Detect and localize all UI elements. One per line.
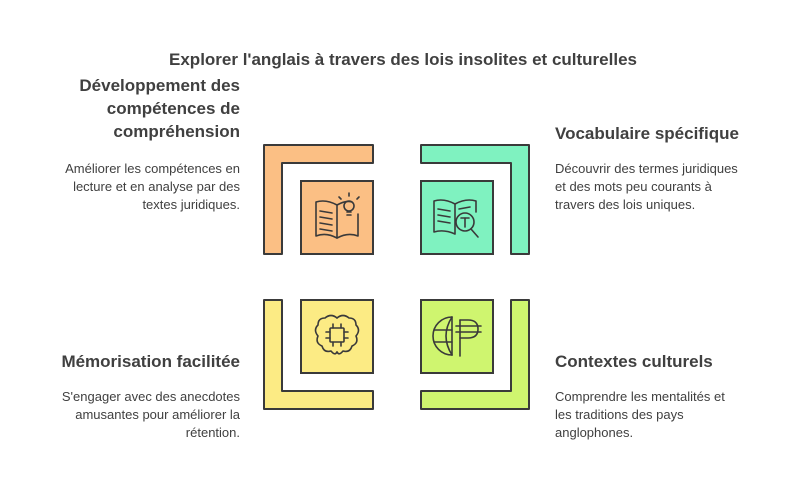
desc-memorisation: S'engager avec des anecdotes amusantes p… <box>62 388 240 442</box>
desc-contextes: Comprendre les mentalités et les traditi… <box>555 388 725 442</box>
book-lightbulb-icon <box>315 192 360 239</box>
desc-line: S'engager avec des anecdotes <box>61 389 240 404</box>
icon-box-bottom-left <box>300 299 374 374</box>
bracket-top-left <box>263 144 374 255</box>
desc-line: Comprendre les mentalités et <box>555 389 725 404</box>
brain-chip-icon <box>314 314 360 355</box>
globe-currency-icon <box>432 316 482 357</box>
desc-comprehension: Améliorer les compétences en lecture et … <box>65 160 240 214</box>
heading-line: compréhension <box>113 122 240 141</box>
desc-line: rétention. <box>185 425 240 440</box>
desc-vocabulaire: Découvrir des termes juridiques et des m… <box>555 160 738 214</box>
heading-line: Vocabulaire spécifique <box>555 124 739 143</box>
diagram-title: Explorer l'anglais à travers des lois in… <box>169 50 637 69</box>
bracket-top-right <box>420 144 530 255</box>
desc-line: amusantes pour améliorer la <box>75 407 240 422</box>
heading-line: compétences de <box>106 99 240 118</box>
book-magnifier-icon <box>433 199 479 238</box>
heading-vocabulaire: Vocabulaire spécifique <box>555 122 739 145</box>
desc-line: et des mots peu courants à <box>555 179 712 194</box>
desc-line: travers des lois uniques. <box>555 197 696 212</box>
heading-line: Développement des <box>79 76 240 95</box>
heading-comprehension: Développement des compétences de compréh… <box>79 74 240 143</box>
desc-line: Améliorer les compétences en <box>65 161 240 176</box>
bracket-bottom-right <box>420 299 530 410</box>
icon-box-bottom-right <box>420 299 494 374</box>
heading-line: Contextes culturels <box>555 352 713 371</box>
heading-line: Mémorisation facilitée <box>61 352 240 371</box>
desc-line: anglophones. <box>555 425 634 440</box>
heading-contextes: Contextes culturels <box>555 350 713 373</box>
bracket-bottom-left <box>263 299 374 410</box>
desc-line: Découvrir des termes juridiques <box>555 161 738 176</box>
heading-memorisation: Mémorisation facilitée <box>61 350 240 373</box>
desc-line: lecture et en analyse par des <box>73 179 240 194</box>
desc-line: textes juridiques. <box>142 197 240 212</box>
desc-line: les traditions des pays <box>555 407 684 422</box>
